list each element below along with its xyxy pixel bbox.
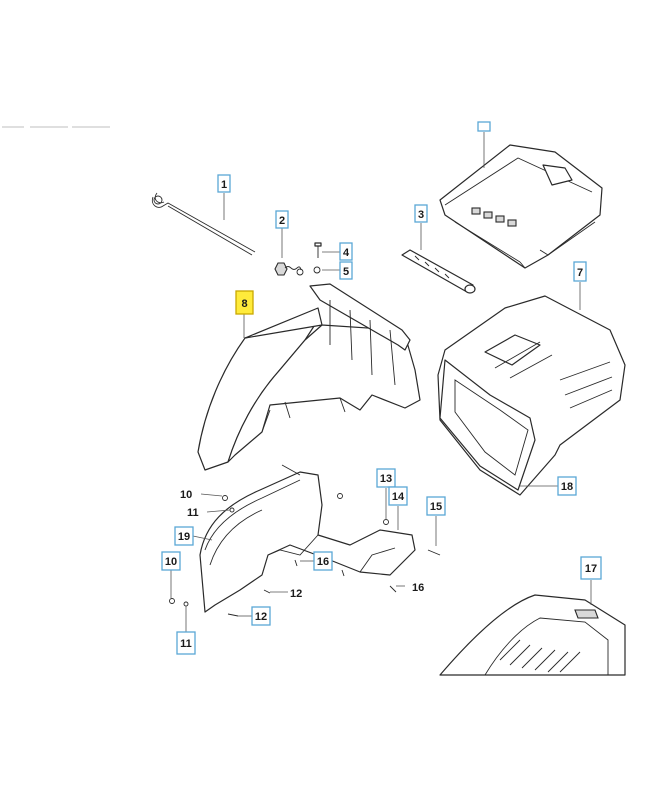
part-screw-4[interactable] xyxy=(314,242,322,258)
svg-text:7: 7 xyxy=(577,267,583,279)
part-washer-5[interactable] xyxy=(313,266,321,274)
callout-top-marker[interactable] xyxy=(477,121,491,132)
svg-text:16: 16 xyxy=(317,556,329,568)
label-16: 16 xyxy=(412,582,424,594)
part-bag-top[interactable] xyxy=(439,144,603,269)
part-rod[interactable] xyxy=(151,192,256,256)
part-grass-basket[interactable] xyxy=(439,594,626,676)
svg-text:4: 4 xyxy=(343,247,350,259)
callout-8-highlighted[interactable]: 8 xyxy=(235,290,254,315)
label-11: 11 xyxy=(187,507,199,519)
svg-text:10: 10 xyxy=(165,556,177,568)
label-10: 10 xyxy=(180,489,192,501)
svg-text:19: 19 xyxy=(178,531,190,543)
svg-text:12: 12 xyxy=(255,611,267,623)
part-rear-shield[interactable] xyxy=(197,283,421,471)
svg-text:2: 2 xyxy=(279,215,285,227)
leader-lines xyxy=(170,132,592,632)
svg-text:14: 14 xyxy=(392,491,405,503)
callout-18[interactable]: 18 xyxy=(557,476,577,496)
part-side-deflector[interactable] xyxy=(169,464,441,617)
callout-5[interactable]: 5 xyxy=(339,261,353,280)
callout-3[interactable]: 3 xyxy=(414,204,428,223)
callout-17[interactable]: 17 xyxy=(580,556,602,580)
callout-16-boxed[interactable]: 16 xyxy=(313,551,333,571)
svg-text:17: 17 xyxy=(585,563,597,575)
svg-text:3: 3 xyxy=(418,209,424,221)
svg-text:11: 11 xyxy=(180,638,192,650)
part-spring[interactable] xyxy=(274,262,304,276)
callout-12-boxed[interactable]: 12 xyxy=(251,606,271,626)
svg-text:8: 8 xyxy=(241,298,247,310)
svg-text:15: 15 xyxy=(430,501,442,513)
svg-text:13: 13 xyxy=(380,473,392,485)
callout-11-boxed[interactable]: 11 xyxy=(176,631,196,655)
label-12: 12 xyxy=(290,588,302,600)
callout-4[interactable]: 4 xyxy=(339,242,353,261)
callout-10-boxed[interactable]: 10 xyxy=(161,551,181,571)
callout-7[interactable]: 7 xyxy=(573,261,587,282)
callout-1[interactable]: 1 xyxy=(217,174,231,193)
callout-2[interactable]: 2 xyxy=(275,210,289,229)
callout-15[interactable]: 15 xyxy=(426,496,446,516)
svg-text:5: 5 xyxy=(343,266,349,278)
part-handle-grip[interactable] xyxy=(401,249,476,294)
callout-13[interactable]: 13 xyxy=(376,468,396,488)
part-bag-frame[interactable] xyxy=(437,295,626,496)
callout-19[interactable]: 19 xyxy=(174,526,194,546)
callout-14[interactable]: 14 xyxy=(388,486,408,506)
svg-text:1: 1 xyxy=(221,179,227,191)
svg-text:18: 18 xyxy=(561,481,573,493)
